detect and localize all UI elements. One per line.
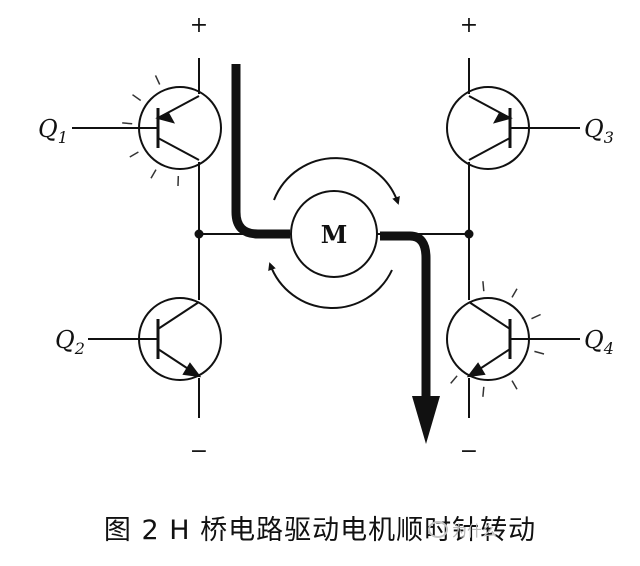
glow-ray xyxy=(130,152,139,157)
plus-terminal-left: + xyxy=(190,13,208,38)
watermark: 为什么 xyxy=(428,520,497,541)
junction-left xyxy=(195,230,204,239)
label-q3: Q3 xyxy=(584,115,614,147)
current-arrowhead xyxy=(412,396,440,444)
glow-ray xyxy=(133,95,141,101)
wechat-logo-icon xyxy=(428,521,448,538)
motor: M xyxy=(291,191,377,277)
glow-ray xyxy=(532,315,541,319)
glow-ray xyxy=(156,75,160,84)
glow-ray xyxy=(512,289,517,298)
label-q2: Q2 xyxy=(55,326,85,358)
current-path-right xyxy=(380,236,426,402)
glow-ray xyxy=(151,170,156,179)
minus-terminal-left: − xyxy=(190,439,208,464)
current-path-left xyxy=(236,64,290,234)
minus-terminal-right: − xyxy=(460,439,478,464)
plus-terminal-right: + xyxy=(460,13,478,38)
glow-ray xyxy=(451,376,457,384)
glow-ray xyxy=(512,381,517,390)
label-q4: Q4 xyxy=(584,326,614,358)
glow-ray xyxy=(122,123,132,124)
glow-ray xyxy=(534,351,544,354)
watermark-text: 为什么 xyxy=(452,522,497,540)
glow-rays-q1 xyxy=(122,75,178,186)
junction-right xyxy=(465,230,474,239)
glow-ray xyxy=(483,387,484,397)
figure-caption: 图 2 H 桥电路驱动电机顺时针转动 xyxy=(0,508,640,547)
label-q1: Q1 xyxy=(38,115,68,147)
motor-label: M xyxy=(321,220,348,249)
glow-ray xyxy=(483,281,484,291)
